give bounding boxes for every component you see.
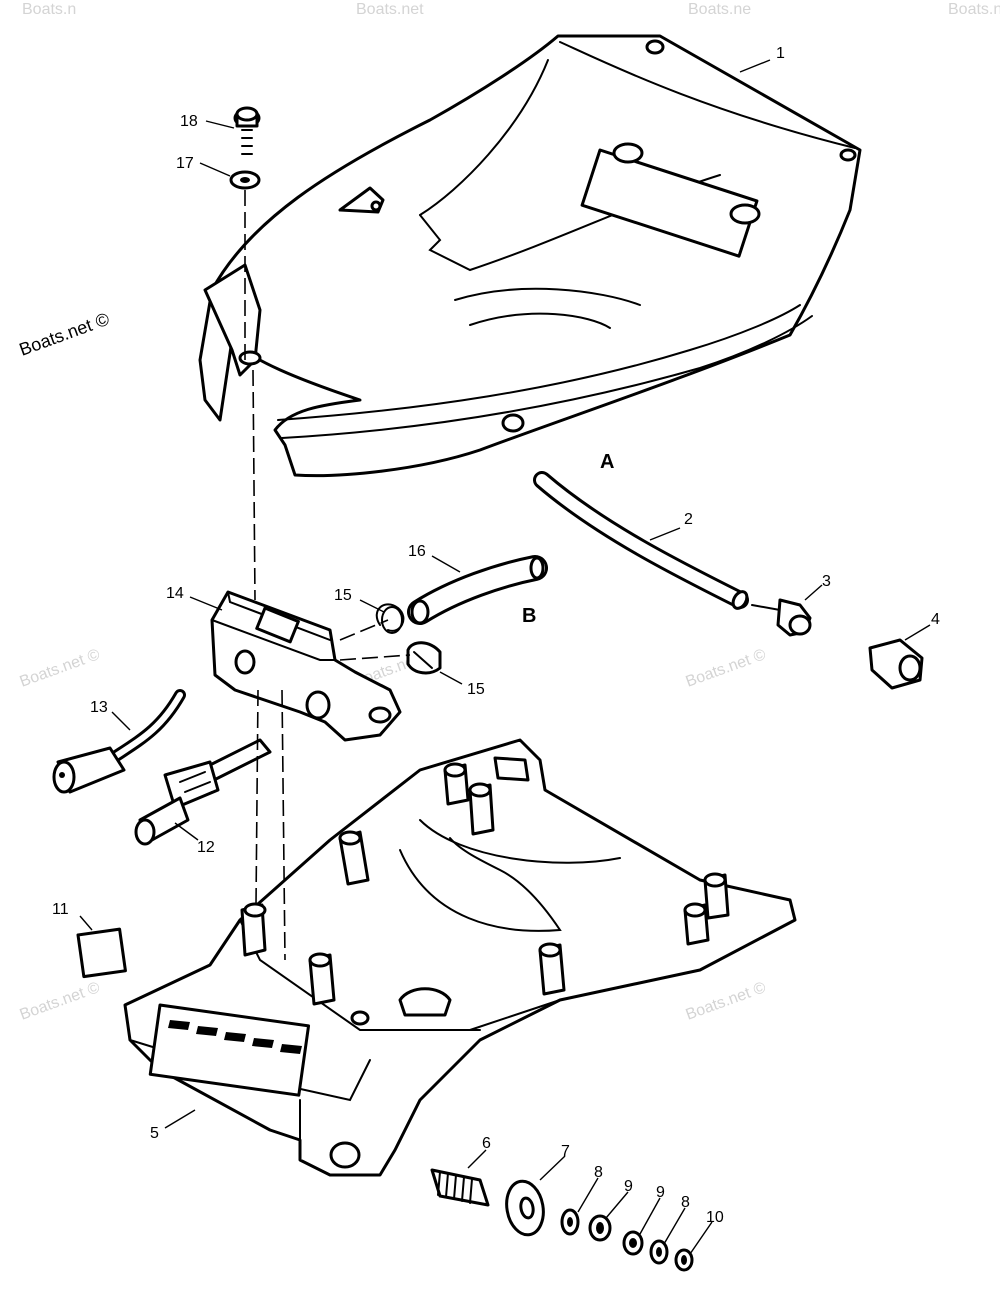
callout-8: 8 [681,1194,690,1211]
part-6-stud [430,1168,490,1207]
callout-17: 17 [176,155,194,172]
section-label-b: B [522,605,536,627]
part-17-washer [229,170,261,190]
callout-3: 3 [822,573,831,590]
callout-15: 15 [334,587,352,604]
part-11-decal [76,927,127,979]
part-8-nut [649,1239,669,1265]
callout-7: 7 [561,1143,570,1160]
callout-labels: 1 2 3 4 5 6 7 8 9 9 8 10 11 12 13 14 15 … [52,45,940,1226]
assembly-lines [244,190,411,961]
part-18-screw [233,106,261,155]
callout-1: 1 [776,45,785,62]
callout-14: 14 [166,585,184,602]
callout-18: 18 [180,113,198,130]
callout-9: 9 [624,1178,633,1195]
watermark-text: Boats.net © [18,979,103,1024]
part-8-nut [560,1208,580,1236]
part-9-nut [622,1230,644,1256]
part-14-bracket [210,590,402,742]
callout-12: 12 [197,839,215,856]
watermark-text: Boats.n [22,1,76,18]
part-13-bulb [52,689,186,794]
callout-2: 2 [684,511,693,528]
part-12-nipple [134,738,272,846]
watermark-text: Boats.ne [688,1,751,18]
part-2-hose [533,471,749,610]
watermark-primary: Boats.net © [17,309,112,360]
watermark-text: Boats.net © [684,646,769,691]
part-10-nut [674,1248,694,1272]
callout-5: 5 [150,1125,159,1142]
section-label-a: A [600,451,614,473]
part-15-clip-upper [375,603,405,634]
callout-13: 13 [90,699,108,716]
watermark-text: Boats.n [948,1,1000,18]
callout-16: 16 [408,543,426,560]
callout-9: 9 [656,1184,665,1201]
callout-6: 6 [482,1135,491,1152]
part-4-plug [868,638,924,690]
part-9-nut [588,1214,612,1242]
callout-15: 15 [467,681,485,698]
watermark-text: Boats.net © [18,646,103,691]
callout-11: 11 [52,901,69,918]
part-5-lower-pan [123,738,797,1177]
callout-10: 10 [706,1209,724,1226]
part-1-cowl-top [198,34,862,478]
part-15-clip-lower [406,641,442,675]
section-labels: A B [522,451,614,627]
part-3-fitting [751,598,812,637]
watermark-text: Boats.net [356,1,424,18]
callout-8: 8 [594,1164,603,1181]
watermark-text: Boats.net © [684,979,769,1024]
leader-lines [79,59,931,1255]
part-16-hose [407,555,548,625]
part-7-washer [505,1179,545,1237]
callout-4: 4 [931,611,940,628]
